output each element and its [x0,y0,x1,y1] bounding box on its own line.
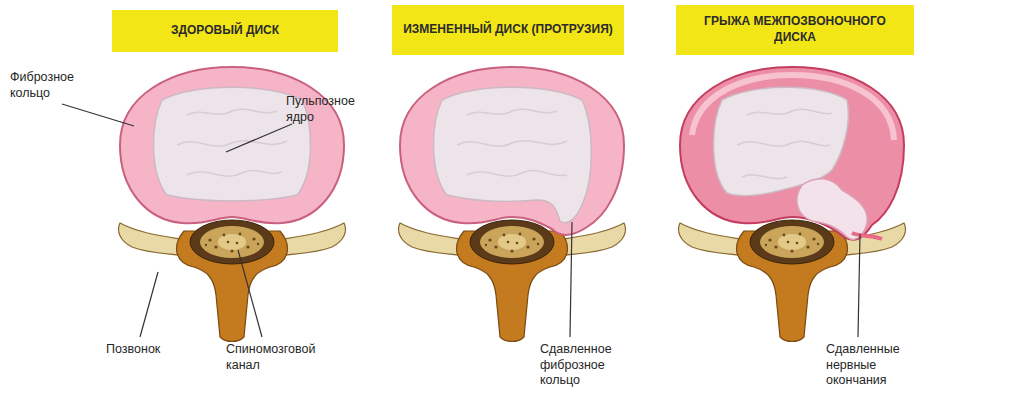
nucleus-texture [457,109,567,176]
nucleus [434,87,592,223]
leader-line [140,272,158,337]
leader-line [570,222,572,337]
box-title: ЗДОРОВЫЙ ДИСК [171,23,279,39]
leader-line [62,104,134,126]
leader-line [238,250,262,337]
vertebra [679,220,906,342]
protrusion-disc [399,67,626,342]
nucleus-texture [737,109,832,178]
healthy-disc [119,67,346,342]
box-title: ГРЫЖА МЕЖПОЗВОНОЧНОГО ДИСКА [686,14,904,45]
part-label: Спиномозговой канал [226,342,336,373]
nucleus-texture [177,109,287,176]
part-label: Позвонок [106,342,196,358]
vertebra [399,220,626,342]
part-label: Сдавленное фиброзное кольцо [540,342,630,389]
title-box: ГРЫЖА МЕЖПОЗВОНОЧНОГО ДИСКА [676,5,914,55]
vertebra [119,220,346,342]
part-label: Сдавленные нервные окончания [826,342,922,389]
annulus [680,67,904,240]
leader-line [226,124,292,152]
box-title: ИЗМЕНЕННЫЙ ДИСК (ПРОТРУЗИЯ) [403,22,613,38]
herniated-disc [679,67,906,342]
title-box: ИЗМЕНЕННЫЙ ДИСК (ПРОТРУЗИЯ) [392,5,624,55]
title-box: ЗДОРОВЫЙ ДИСК [112,10,338,52]
part-label: Фиброзное кольцо [10,70,88,101]
extruded-nucleus [797,179,868,240]
annulus [400,67,624,235]
part-label: Пульпозное ядро [286,94,360,125]
annulus [120,67,344,223]
leader-line [858,234,860,337]
compressed-nerve [852,233,882,239]
